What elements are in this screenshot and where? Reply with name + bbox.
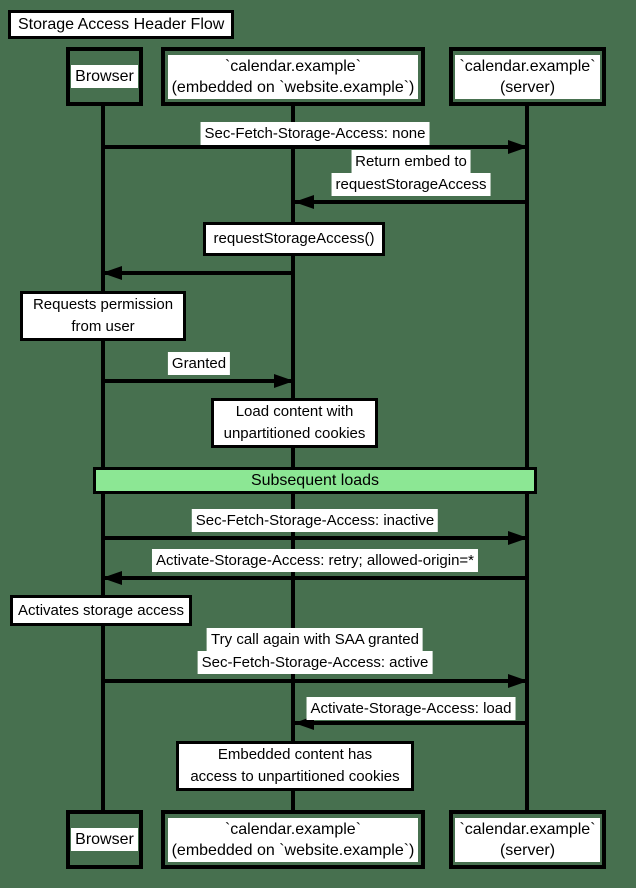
lifeline-browser bbox=[101, 106, 105, 812]
message-arrow-3 bbox=[102, 266, 293, 280]
arrow-shaft bbox=[103, 576, 527, 580]
note-embedded-content-access: Embedded content has access to unpartiti… bbox=[176, 741, 414, 791]
message-arrow-4 bbox=[103, 374, 294, 388]
arrow-shaft bbox=[103, 271, 293, 275]
arrowhead-left-icon bbox=[102, 571, 122, 585]
arrow-shaft bbox=[295, 200, 527, 204]
message-label-inactive: Sec-Fetch-Storage-Access: inactive bbox=[191, 509, 439, 532]
message-label-load: Activate-Storage-Access: load bbox=[306, 697, 516, 720]
message-arrow-8 bbox=[294, 716, 527, 730]
message-label-1: Sec-Fetch-Storage-Access: none bbox=[200, 122, 430, 145]
actor-server-bottom: `calendar.example` (server) bbox=[449, 810, 606, 869]
actor-embedded-bottom: `calendar.example` (embedded on `website… bbox=[161, 810, 425, 869]
message-label-2: Return embed to requestStorageAccess bbox=[331, 150, 491, 196]
actor-embedded-top: `calendar.example` (embedded on `website… bbox=[161, 47, 425, 106]
actor-server-top: `calendar.example` (server) bbox=[449, 47, 606, 106]
message-arrow-6 bbox=[102, 571, 527, 585]
lifeline-embedded bbox=[291, 106, 295, 812]
message-label-try-again: Try call again with SAA granted Sec-Fetc… bbox=[197, 628, 433, 674]
message-label-granted: Granted bbox=[167, 352, 231, 375]
note-requests-permission: Requests permission from user bbox=[20, 291, 186, 341]
message-arrow-1 bbox=[103, 140, 528, 154]
arrow-shaft bbox=[295, 721, 527, 725]
arrowhead-left-icon bbox=[102, 266, 122, 280]
arrow-shaft bbox=[103, 536, 527, 540]
arrow-shaft bbox=[103, 379, 293, 383]
arrowhead-right-icon bbox=[508, 674, 528, 688]
actor-browser-bottom: Browser bbox=[66, 810, 143, 869]
note-request-storage-access: requestStorageAccess() bbox=[203, 222, 385, 256]
divider-subsequent-loads: Subsequent loads bbox=[93, 467, 537, 494]
arrowhead-left-icon bbox=[294, 195, 314, 209]
arrowhead-right-icon bbox=[508, 140, 528, 154]
message-arrow-5 bbox=[103, 531, 528, 545]
actor-browser-top: Browser bbox=[66, 47, 143, 106]
message-arrow-7 bbox=[103, 674, 528, 688]
note-activates-storage-access: Activates storage access bbox=[10, 595, 192, 626]
lifeline-server bbox=[525, 106, 529, 812]
message-arrow-2 bbox=[294, 195, 527, 209]
arrow-shaft bbox=[103, 145, 527, 149]
message-label-retry: Activate-Storage-Access: retry; allowed-… bbox=[151, 549, 479, 572]
note-load-content: Load content with unpartitioned cookies bbox=[211, 398, 378, 448]
arrowhead-right-icon bbox=[508, 531, 528, 545]
arrow-shaft bbox=[103, 679, 527, 683]
page-title: Storage Access Header Flow bbox=[8, 10, 235, 39]
arrowhead-right-icon bbox=[274, 374, 294, 388]
